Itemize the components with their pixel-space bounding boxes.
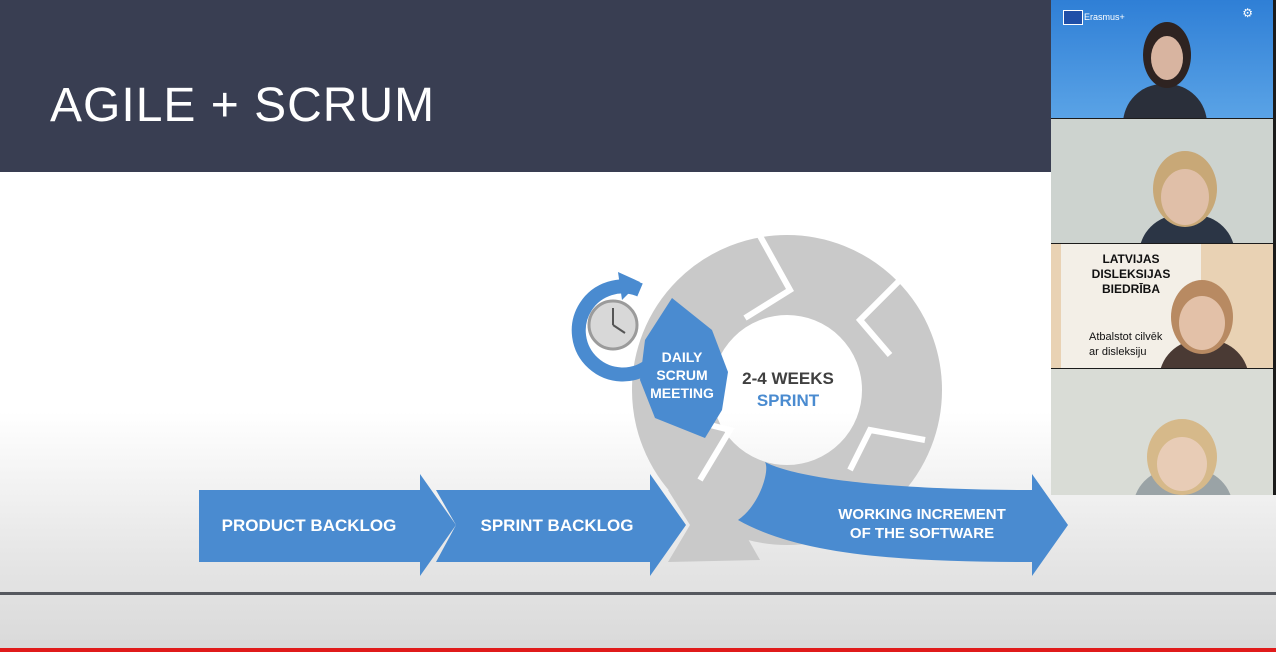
sprint-backlog-arrow: SPRINT BACKLOG xyxy=(436,474,686,576)
participant-tile-2[interactable] xyxy=(1051,119,1273,243)
sprint-entry-arrow xyxy=(668,490,760,562)
organization-banner-subtitle: Atbalstot cilvēk ar disleksiju xyxy=(1089,331,1163,358)
sprint-backlog-label: SPRINT BACKLOG xyxy=(481,516,634,535)
slide-header: AGILE + SCRUM xyxy=(0,0,1051,172)
daily-scrum-line-1: DAILY xyxy=(662,349,703,365)
eu-flag-icon xyxy=(1063,10,1083,25)
product-backlog-label: PRODUCT BACKLOG xyxy=(222,516,397,535)
working-increment-arrow: WORKING INCREMENT OF THE SOFTWARE xyxy=(738,462,1068,576)
daily-scrum-arrow: DAILY SCRUM MEETING xyxy=(640,298,728,438)
daily-scrum-line-2: SCRUM xyxy=(656,367,707,383)
participant-gallery: Erasmus+ ⚙ LATVIJAS DISLEKSIJAS BIEDRĪBA… xyxy=(1051,0,1276,495)
slide-title: AGILE + SCRUM xyxy=(50,79,436,132)
working-increment-line-1: WORKING INCREMENT xyxy=(838,506,1006,523)
sprint-label: SPRINT xyxy=(757,391,820,410)
participant-tile-1[interactable]: Erasmus+ ⚙ xyxy=(1051,0,1273,118)
clock-icon xyxy=(571,272,655,382)
cycle-segment-separators xyxy=(689,234,926,482)
emblem-icon: ⚙ xyxy=(1242,6,1253,20)
progress-bar[interactable] xyxy=(0,648,1276,652)
product-backlog-arrow: PRODUCT BACKLOG xyxy=(199,474,456,576)
slide-baseline xyxy=(0,592,1276,595)
participant-tile-4[interactable] xyxy=(1051,369,1273,495)
erasmus-brand: Erasmus+ xyxy=(1084,12,1125,22)
working-increment-line-2: OF THE SOFTWARE xyxy=(850,525,994,542)
organization-banner-title: LATVIJAS DISLEKSIJAS BIEDRĪBA xyxy=(1091,252,1171,296)
daily-scrum-line-3: MEETING xyxy=(650,385,714,401)
participant-tile-3[interactable]: LATVIJAS DISLEKSIJAS BIEDRĪBA Atbalstot … xyxy=(1051,244,1273,368)
sprint-length: 2-4 WEEKS xyxy=(742,369,834,388)
